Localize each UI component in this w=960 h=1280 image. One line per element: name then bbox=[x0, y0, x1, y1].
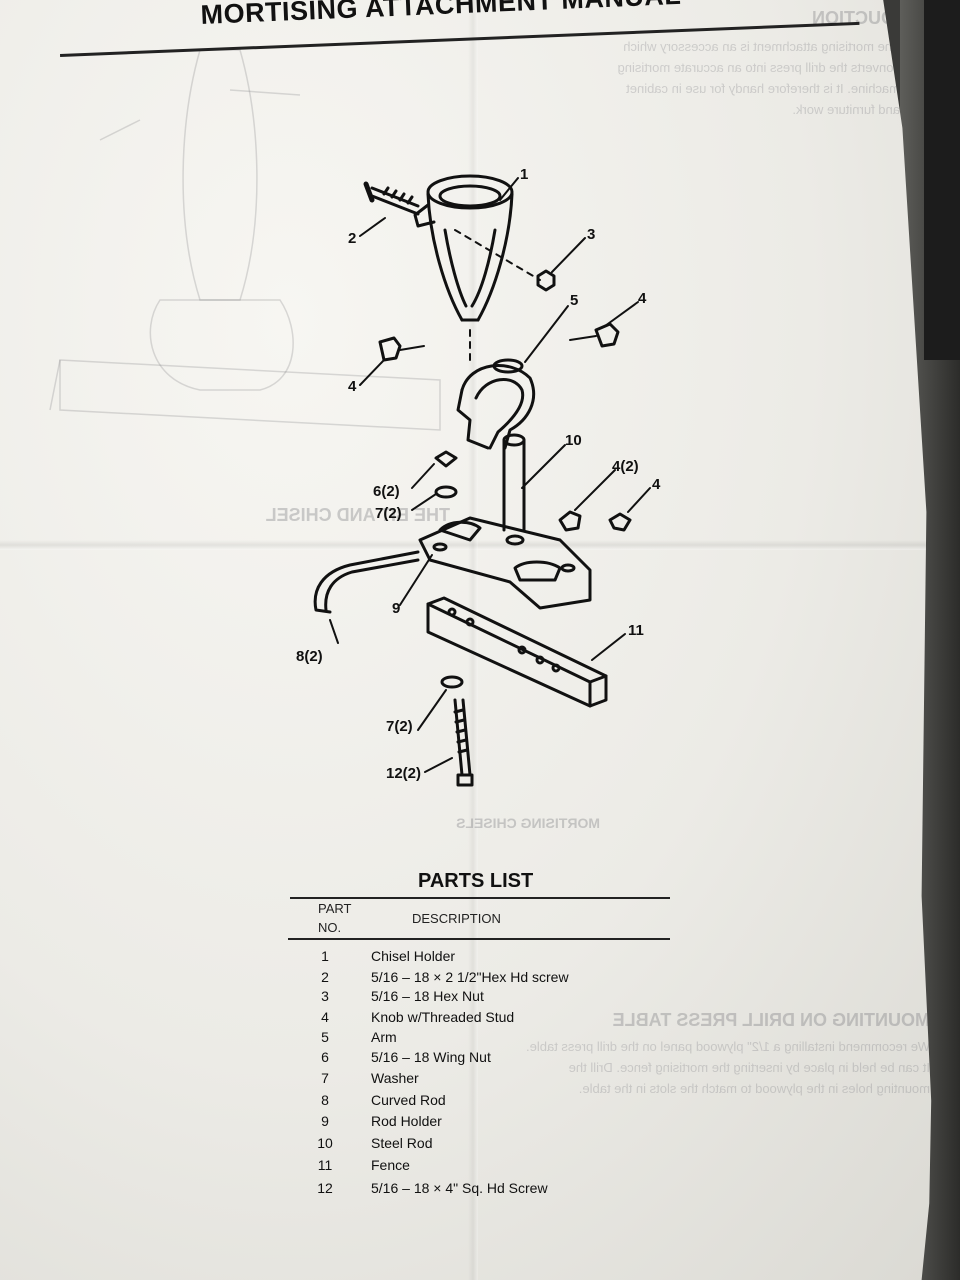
wing-nut-drawing bbox=[434, 450, 458, 468]
callout-3: 3 bbox=[587, 226, 596, 243]
parts-row: 1 Chisel Holder bbox=[305, 948, 625, 968]
part-description: 5/16 – 18 × 4" Sq. Hd Screw bbox=[371, 1180, 548, 1196]
part-number: 5 bbox=[321, 1029, 329, 1045]
part-number: 1 bbox=[321, 948, 329, 964]
part-number: 10 bbox=[317, 1135, 333, 1151]
part-description: 5/16 – 18 Hex Nut bbox=[371, 988, 484, 1004]
part-number: 7 bbox=[321, 1070, 329, 1086]
part-number: 12 bbox=[317, 1180, 333, 1196]
callout-7-upper: 7(2) bbox=[375, 505, 402, 522]
callout-12: 12(2) bbox=[386, 765, 422, 782]
parts-row: 6 5/16 – 18 Wing Nut bbox=[305, 1049, 625, 1069]
part-description: Washer bbox=[371, 1070, 419, 1086]
parts-row: 8 Curved Rod bbox=[305, 1092, 625, 1112]
part-number: 4 bbox=[321, 1009, 329, 1025]
rod-holder-drawing bbox=[418, 510, 632, 610]
chisel-holder-drawing bbox=[413, 174, 514, 322]
background-object bbox=[924, 0, 960, 360]
part-description: 5/16 – 18 Wing Nut bbox=[371, 1049, 491, 1065]
part-number: 9 bbox=[321, 1113, 329, 1129]
steel-rod-drawing bbox=[502, 433, 526, 532]
hex-nut-drawing bbox=[536, 269, 556, 292]
callout-10: 10 bbox=[565, 432, 582, 449]
part-description: Curved Rod bbox=[371, 1092, 446, 1108]
callout-7-lower: 7(2) bbox=[386, 718, 413, 735]
parts-row: 9 Rod Holder bbox=[305, 1113, 625, 1133]
lower-washer-drawing bbox=[440, 675, 464, 689]
part-number: 8 bbox=[321, 1092, 329, 1108]
callout-8: 8(2) bbox=[296, 648, 323, 665]
callout-1: 1 bbox=[520, 166, 529, 183]
part-description: Rod Holder bbox=[371, 1113, 442, 1129]
part-description: 5/16 – 18 × 2 1/2"Hex Hd screw bbox=[371, 969, 569, 985]
part-number: 11 bbox=[317, 1157, 333, 1173]
callout-4-right: 4 bbox=[638, 290, 647, 307]
washer-drawing bbox=[434, 485, 458, 499]
part-description: Fence bbox=[371, 1157, 410, 1173]
knob-drawing bbox=[378, 322, 620, 362]
parts-row: 12 5/16 – 18 × 4" Sq. Hd Screw bbox=[305, 1180, 625, 1200]
parts-list-title: PARTS LIST bbox=[418, 870, 534, 892]
parts-row: 7 Washer bbox=[305, 1070, 625, 1090]
parts-list-header-rule bbox=[288, 938, 670, 940]
part-number: 2 bbox=[321, 969, 329, 985]
curved-rod-drawing bbox=[313, 550, 420, 614]
callout-5: 5 bbox=[570, 292, 579, 309]
fence-drawing bbox=[426, 596, 608, 708]
callout-6: 6(2) bbox=[373, 483, 400, 500]
part-description: Knob w/Threaded Stud bbox=[371, 1009, 515, 1025]
column-header-description: DESCRIPTION bbox=[412, 911, 501, 926]
square-head-screw-drawing bbox=[453, 698, 474, 787]
paper-fold-horizontal bbox=[0, 540, 932, 550]
callout-4-pair: 4(2) bbox=[612, 458, 639, 475]
part-description: Steel Rod bbox=[371, 1135, 433, 1151]
parts-row: 4 Knob w/Threaded Stud bbox=[305, 1009, 625, 1029]
part-description: Chisel Holder bbox=[371, 948, 456, 964]
part-number: 3 bbox=[321, 988, 329, 1004]
part-number: 6 bbox=[321, 1049, 329, 1065]
part-description: Arm bbox=[371, 1029, 397, 1045]
callout-4-left: 4 bbox=[348, 378, 357, 395]
callout-4-side: 4 bbox=[652, 476, 661, 493]
parts-row: 2 5/16 – 18 × 2 1/2"Hex Hd screw bbox=[305, 969, 625, 989]
column-header-part: PART bbox=[318, 901, 352, 916]
parts-row: 3 5/16 – 18 Hex Nut bbox=[305, 988, 625, 1008]
parts-list-top-rule bbox=[290, 897, 670, 899]
parts-row: 5 Arm bbox=[305, 1029, 625, 1049]
parts-row: 10 Steel Rod bbox=[305, 1135, 625, 1155]
parts-row: 11 Fence bbox=[305, 1157, 625, 1177]
column-header-no: NO. bbox=[318, 920, 342, 935]
paper-fold-vertical bbox=[468, 0, 478, 1280]
callout-11: 11 bbox=[628, 622, 644, 639]
hex-screw-drawing bbox=[363, 181, 420, 216]
callout-2: 2 bbox=[348, 230, 357, 247]
callout-9: 9 bbox=[392, 600, 401, 617]
arm-drawing bbox=[456, 358, 536, 450]
